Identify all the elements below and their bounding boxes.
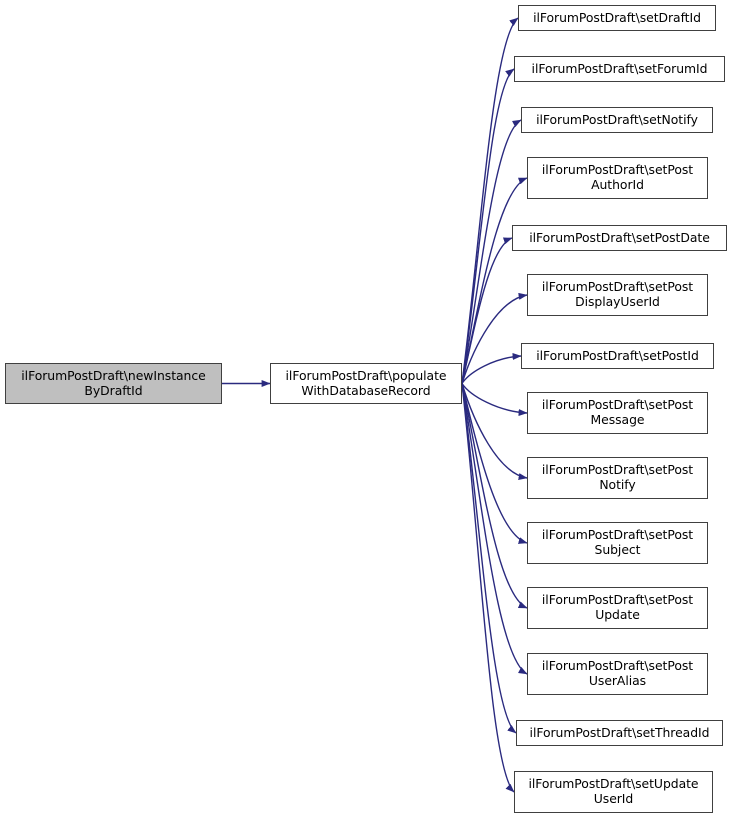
graph-node-label: ilForumPostDraft\setPost UserAlias [541, 658, 694, 688]
graph-node-label: ilForumPostDraft\setPost Update [541, 592, 694, 622]
graph-node-setPostUpdate[interactable]: ilForumPostDraft\setPost Update [527, 587, 708, 629]
graph-node-setPostUserAlias[interactable]: ilForumPostDraft\setPost UserAlias [527, 653, 708, 695]
graph-node-populate[interactable]: ilForumPostDraft\populate WithDatabaseRe… [270, 363, 462, 404]
graph-node-setPostAuthorId[interactable]: ilForumPostDraft\setPost AuthorId [527, 157, 708, 199]
graph-node-label: ilForumPostDraft\setDraftId [533, 9, 701, 25]
graph-node-root[interactable]: ilForumPostDraft\newInstance ByDraftId [5, 363, 222, 404]
graph-node-label: ilForumPostDraft\setPostId [536, 347, 699, 363]
graph-edge-populate-to-setUpdateUserId [461, 383, 515, 793]
graph-node-setPostNotify[interactable]: ilForumPostDraft\setPost Notify [527, 457, 708, 499]
graph-node-label: ilForumPostDraft\setPost Subject [541, 527, 694, 557]
graph-node-label: ilForumPostDraft\setUpdate UserId [528, 776, 699, 806]
graph-edge-populate-to-setPostUpdate [461, 383, 528, 609]
graph-node-setPostDate[interactable]: ilForumPostDraft\setPostDate [512, 225, 727, 251]
graph-node-label: ilForumPostDraft\setThreadId [529, 724, 710, 740]
graph-edge-populate-to-setPostDate [461, 237, 513, 384]
graph-edge-populate-to-setNotify [461, 119, 522, 384]
graph-node-label: ilForumPostDraft\populate WithDatabaseRe… [285, 367, 447, 398]
graph-edge-populate-to-setForumId [461, 68, 515, 384]
graph-node-setPostMessage[interactable]: ilForumPostDraft\setPost Message [527, 392, 708, 434]
graph-node-label: ilForumPostDraft\setNotify [536, 111, 698, 127]
graph-edge-populate-to-setThreadId [461, 383, 517, 734]
graph-node-label: ilForumPostDraft\setForumId [531, 60, 708, 76]
graph-node-setPostSubject[interactable]: ilForumPostDraft\setPost Subject [527, 522, 708, 564]
graph-node-setThreadId[interactable]: ilForumPostDraft\setThreadId [516, 720, 723, 746]
graph-node-label: ilForumPostDraft\setPost DisplayUserId [541, 279, 694, 309]
graph-node-label: ilForumPostDraft\newInstance ByDraftId [21, 367, 206, 398]
graph-node-setDraftId[interactable]: ilForumPostDraft\setDraftId [518, 5, 716, 31]
graph-node-label: ilForumPostDraft\setPost Notify [541, 462, 694, 492]
graph-node-setPostId[interactable]: ilForumPostDraft\setPostId [521, 343, 714, 369]
graph-edge-populate-to-setPostDisplayUserId [461, 292, 528, 384]
graph-node-setNotify[interactable]: ilForumPostDraft\setNotify [521, 107, 713, 133]
graph-edge-populate-to-setPostMessage [461, 383, 528, 417]
graph-edge-populate-to-setPostNotify [461, 383, 528, 480]
graph-edge-populate-to-setPostId [461, 352, 522, 384]
graph-node-setForumId[interactable]: ilForumPostDraft\setForumId [514, 56, 725, 82]
graph-node-label: ilForumPostDraft\setPost Message [541, 397, 694, 427]
graph-node-label: ilForumPostDraft\setPost AuthorId [541, 162, 694, 192]
graph-node-setPostDisplayUserId[interactable]: ilForumPostDraft\setPost DisplayUserId [527, 274, 708, 316]
graph-node-setUpdateUserId[interactable]: ilForumPostDraft\setUpdate UserId [514, 771, 713, 813]
graph-edge-populate-to-setDraftId [461, 17, 519, 384]
graph-edge-populate-to-setPostSubject [461, 383, 528, 544]
graph-edge-populate-to-setPostUserAlias [461, 383, 528, 675]
graph-edge-populate-to-setPostAuthorId [461, 177, 528, 384]
graph-node-label: ilForumPostDraft\setPostDate [529, 229, 710, 245]
